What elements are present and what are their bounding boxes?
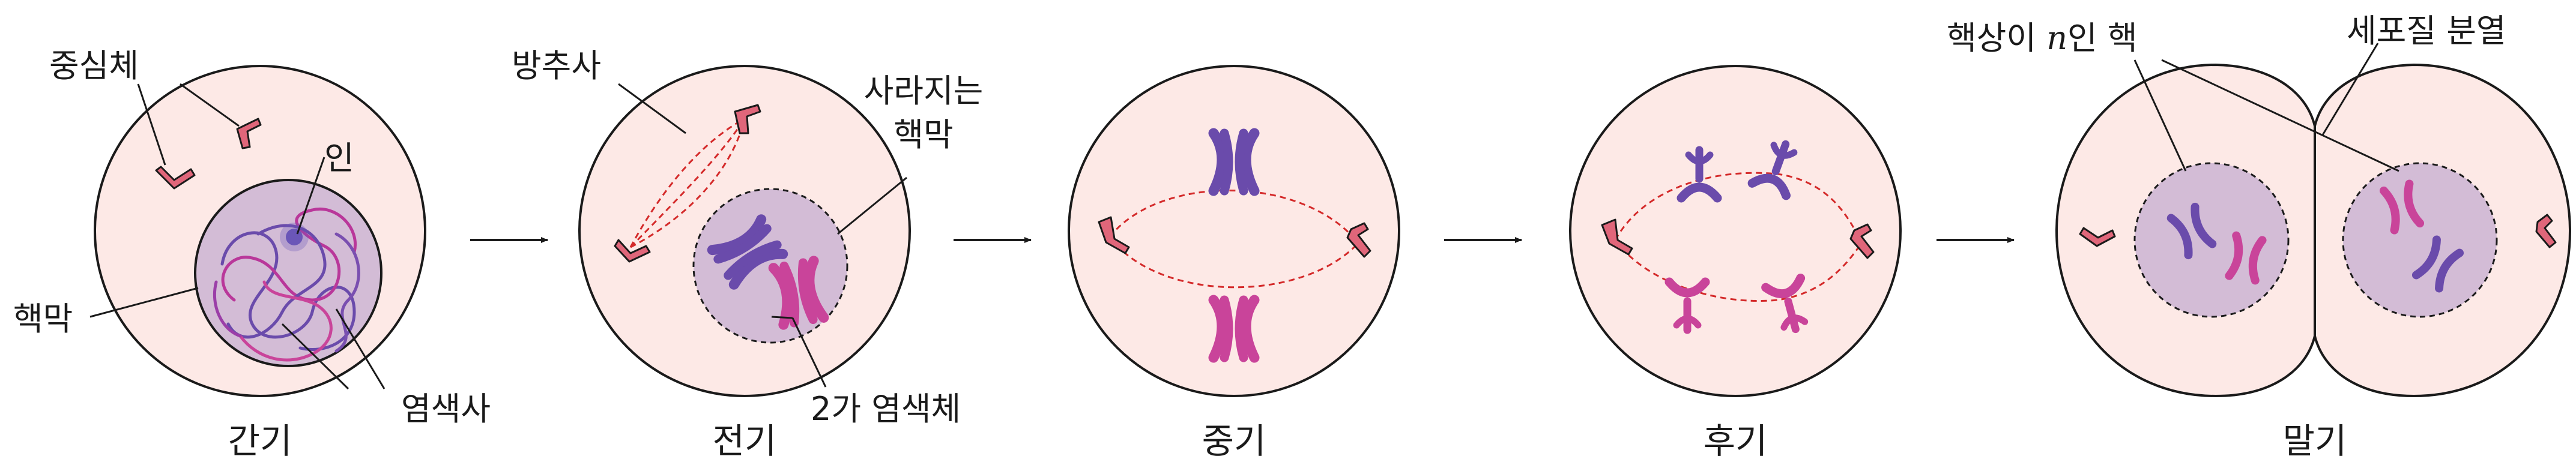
label-cytokinesis: 세포질 분열 (2347, 12, 2506, 50)
nucleus (194, 179, 382, 367)
label-disappearing-membrane: 사라지는 (864, 72, 984, 110)
label-nucleolus: 인 (324, 139, 354, 177)
label-disappearing-membrane: 핵막 (893, 116, 953, 154)
centrosome-icon (236, 118, 262, 149)
spindle-fibers (1614, 172, 1863, 302)
stage-telophase: 핵상이 n인 핵 세포질 분열 말기 (1947, 12, 2572, 461)
label-centrosome: 중심체 (49, 47, 139, 85)
stage-label: 간기 (228, 421, 292, 461)
stage-prophase: 방추사 사라지는 핵막 2가 염색체 전기 (512, 47, 983, 461)
centrosome-icon (155, 166, 196, 190)
stage-interphase: 중심체 인 핵막 염색사 간기 (13, 47, 491, 461)
stage-label: 중기 (1202, 421, 1266, 461)
stage-label: 전기 (713, 421, 777, 461)
centrosome-icon (2535, 214, 2557, 248)
cell-membrane (1068, 65, 1400, 397)
label-spindle: 방추사 (512, 47, 601, 85)
stage-label: 말기 (2283, 421, 2347, 461)
label-bivalent: 2가 염색체 (811, 390, 961, 428)
label-chromatin: 염색사 (401, 390, 491, 428)
stage-metaphase: 중기 (1068, 65, 1400, 461)
centrosome-icon (614, 239, 651, 263)
stage-label: 후기 (1704, 421, 1768, 461)
label-haploid-nucleus: 핵상이 n인 핵 (1947, 19, 2138, 57)
chromatin-threads (213, 208, 360, 362)
centrosome-icon (1601, 218, 1633, 256)
daughter-nucleus (2342, 162, 2498, 318)
cell-membrane (1569, 65, 1902, 397)
centrosome-icon (1849, 223, 1875, 259)
spindle-fibers (1108, 189, 1359, 289)
spindle-fibers (629, 118, 746, 248)
stage-anaphase: 후기 (1569, 65, 1902, 461)
centrosome-icon (734, 104, 761, 134)
centrosome-icon (1346, 222, 1371, 258)
centrosome-icon (1098, 216, 1130, 254)
centrosome-icon (2079, 227, 2116, 247)
label-nuclear-membrane: 핵막 (13, 300, 73, 338)
